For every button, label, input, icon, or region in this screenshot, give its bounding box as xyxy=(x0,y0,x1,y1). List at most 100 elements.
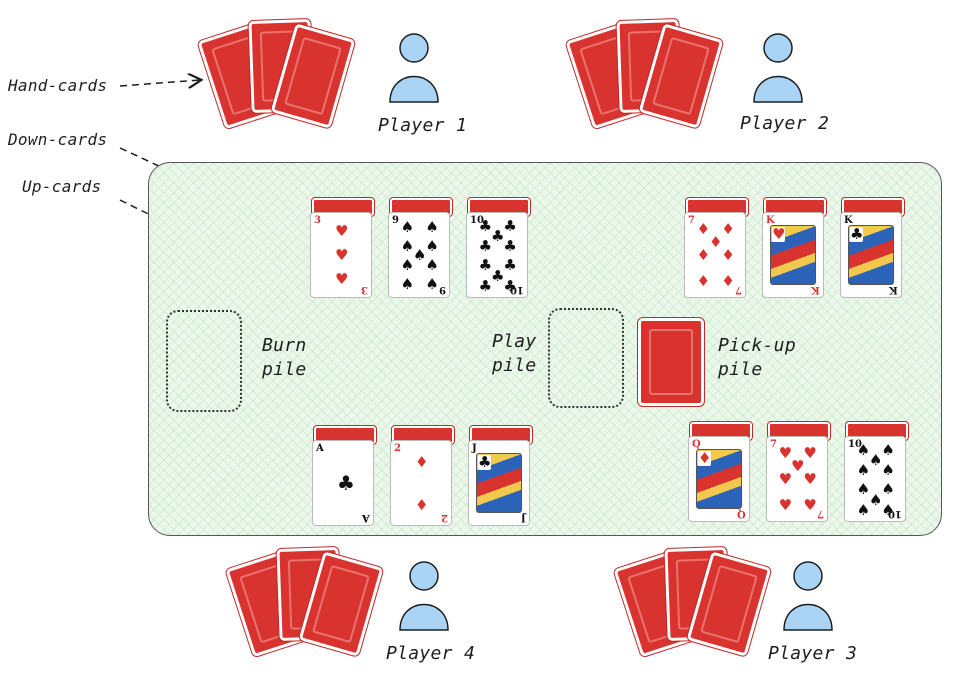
suit-pip: ♠ xyxy=(425,256,439,275)
suit-pip: ♠ xyxy=(869,490,883,509)
player4-icon xyxy=(399,561,449,631)
suit-pip: ♦ xyxy=(709,233,723,252)
card-rank: J xyxy=(472,443,477,454)
suit-pip: ♣ xyxy=(478,256,493,275)
card-rank-rotated: 2 xyxy=(441,512,448,523)
player4-name: Player 4 xyxy=(386,643,476,664)
card-rank-rotated: 3 xyxy=(361,284,368,295)
card-rank-rotated: J xyxy=(521,512,526,523)
pickup-pile-label: Pick-up pile xyxy=(718,335,796,380)
card-rank-rotated: K xyxy=(811,284,820,295)
card-rank-rotated: 7 xyxy=(735,284,742,295)
suit-pip: ♠ xyxy=(856,440,871,459)
suit-pip: ♣ xyxy=(491,266,505,285)
suit-pip: ♥ xyxy=(778,495,793,514)
suit-pip: ♠ xyxy=(413,246,427,264)
pickup-pile-card xyxy=(637,317,705,407)
suit-pip: ♠ xyxy=(881,440,895,459)
suit-pip: ♠ xyxy=(881,480,895,499)
suit-pip: ♠ xyxy=(856,461,871,480)
suit-pip: ♥ xyxy=(335,270,349,289)
suit-pip: ♣ xyxy=(503,276,517,295)
hand-cards-label: Hand-cards xyxy=(8,76,108,95)
suit-pip: ♦ xyxy=(415,495,429,514)
card-rank: 2 xyxy=(394,443,401,454)
suit-pip: ♥ xyxy=(803,470,817,488)
card-rank-rotated: K xyxy=(889,284,898,295)
player1-icon xyxy=(389,33,439,103)
card-rank: Q xyxy=(692,439,701,450)
suit-pip: ♣ xyxy=(478,237,493,256)
suit-pip: ♠ xyxy=(425,237,439,256)
suit-pip: ♠ xyxy=(400,275,415,294)
suit-pip: ♥ xyxy=(778,444,793,463)
card-rank: 10 xyxy=(848,439,862,450)
suit-pip: ♦ xyxy=(721,220,735,239)
burn-pile xyxy=(166,310,242,412)
player2-name: Player 2 xyxy=(740,113,830,134)
suit-pip: ♣ xyxy=(503,237,517,256)
card-rank-rotated: 9 xyxy=(439,284,446,295)
suit-pip: ♠ xyxy=(400,218,415,237)
card-rank: 7 xyxy=(770,439,777,450)
burn-pile-label: Burn pile xyxy=(262,335,307,380)
card-rank: K xyxy=(766,215,775,226)
suit-pip: ♠ xyxy=(869,451,883,470)
suit-pip: ♠ xyxy=(400,256,415,275)
card-rank-rotated: Q xyxy=(737,508,746,519)
card-rank: 3 xyxy=(314,215,321,226)
suit-pip: ♠ xyxy=(881,500,895,519)
suit-pip: ♣ xyxy=(478,453,492,471)
suit-pip: ♦ xyxy=(415,452,429,471)
card-rank: 10 xyxy=(470,215,484,226)
suit-pip: ♠ xyxy=(881,461,895,480)
card-rank: 9 xyxy=(392,215,399,226)
card-rank: K xyxy=(844,215,853,226)
player3-name: Player 3 xyxy=(768,643,858,664)
suit-pip: ♥ xyxy=(791,457,805,476)
suit-pip: ♦ xyxy=(696,220,711,239)
suit-pip: ♦ xyxy=(721,246,735,264)
player2-icon xyxy=(753,33,803,103)
suit-pip: ♣ xyxy=(503,256,517,275)
hand-cards-arrow xyxy=(119,80,200,86)
player1-name: Player 1 xyxy=(378,115,468,136)
play-pile-label: Play pile xyxy=(492,331,537,376)
player2-hand-cards xyxy=(563,17,748,138)
suit-pip: ♠ xyxy=(425,218,439,237)
suit-pip: ♥ xyxy=(803,444,817,463)
suit-pip: ♥ xyxy=(335,221,349,240)
suit-pip: ♥ xyxy=(772,225,786,243)
suit-pip: ♠ xyxy=(400,237,415,256)
play-pile xyxy=(548,308,624,408)
suit-pip: ♣ xyxy=(478,276,493,295)
suit-pip: ♦ xyxy=(721,271,735,290)
suit-pip: ♣ xyxy=(503,216,517,235)
up-cards-label: Up-cards xyxy=(22,177,102,196)
suit-pip: ♦ xyxy=(696,271,711,290)
card-rank-rotated: 7 xyxy=(817,508,824,519)
suit-pip: ♠ xyxy=(856,500,871,519)
card-rank: 7 xyxy=(688,215,695,226)
suit-pip: ♠ xyxy=(856,480,871,499)
suit-pip: ♦ xyxy=(698,449,712,467)
down-cards-label: Down-cards xyxy=(8,130,108,149)
player4-up-card-2: 2 2 ♦ ♦ xyxy=(390,440,452,526)
player4-hand-cards xyxy=(223,545,408,666)
suit-pip: ♣ xyxy=(478,216,493,235)
suit-pip: ♣ xyxy=(337,471,355,495)
card-rank: A xyxy=(316,443,324,454)
suit-pip: ♥ xyxy=(803,495,817,514)
player3-icon xyxy=(783,561,833,631)
